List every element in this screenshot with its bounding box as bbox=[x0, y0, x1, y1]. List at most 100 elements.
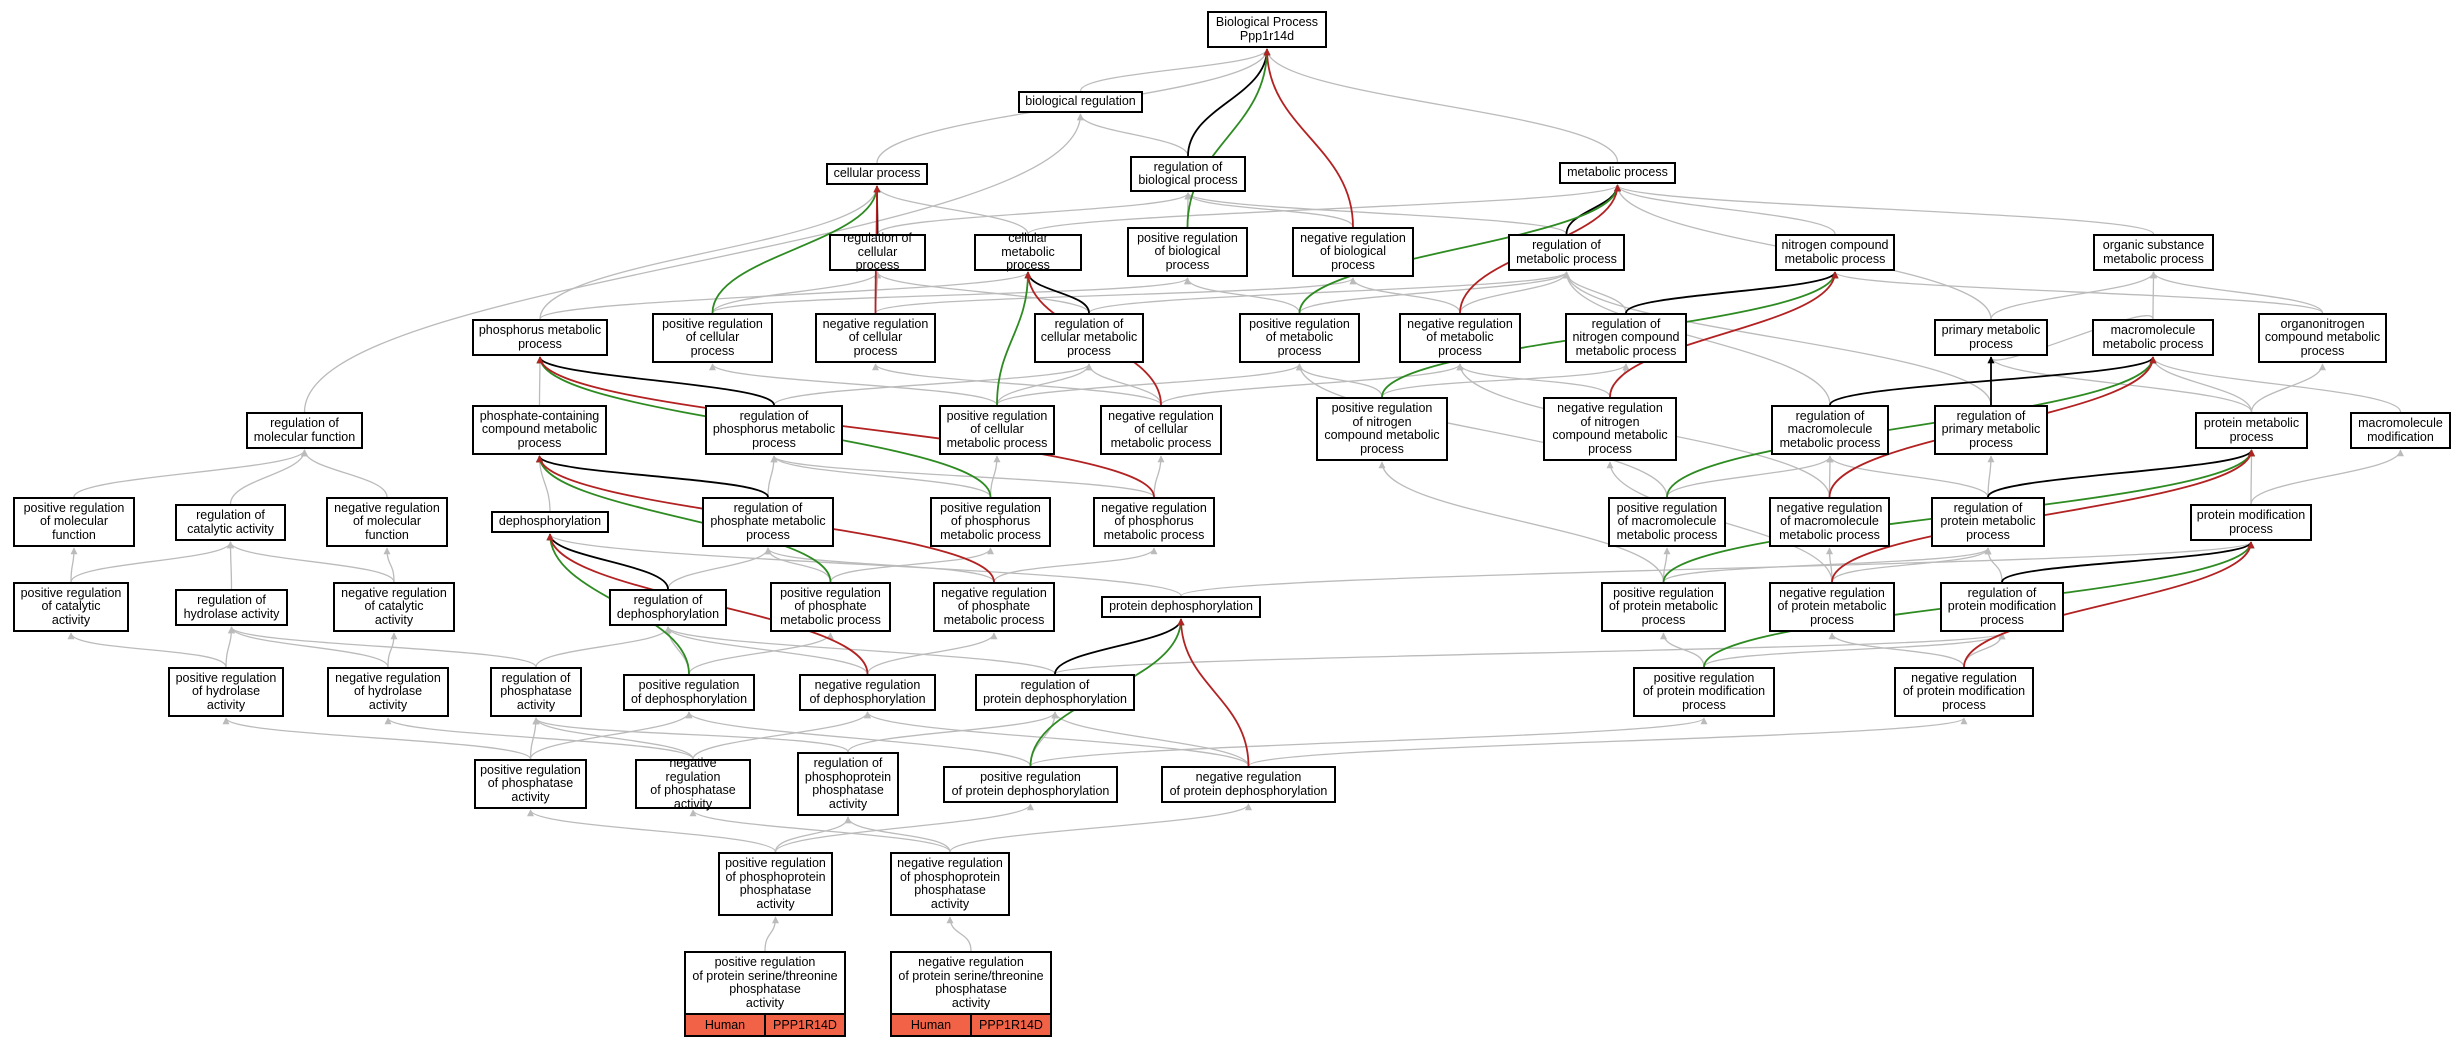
node-regulation-of-primary-metabolic-process[interactable]: regulation of primary metabolic process bbox=[1934, 405, 2048, 455]
edge-regulation-of-protein-metabolic-process-to-regulation-of-primary-metabolic-process bbox=[1987, 455, 1995, 498]
edge-positive-regulation-of-cellular-process-to-regulation-of-cellular-process bbox=[711, 271, 881, 314]
node-biological-regulation[interactable]: biological regulation bbox=[1018, 91, 1143, 113]
node-positive-regulation-of-macromolecule-metabolic-process[interactable]: positive regulation of macromolecule met… bbox=[1608, 497, 1726, 547]
edge-positive-regulation-of-nitrogen-compound-metabolic-process-to-regulation-of-nitrogen-compound-metabolic-process bbox=[1381, 363, 1630, 398]
node-biological-process[interactable]: Biological Process Ppp1r14d bbox=[1207, 11, 1327, 48]
node-regulation-of-protein-dephosphorylation[interactable]: regulation of protein dephosphorylation bbox=[975, 674, 1135, 711]
node-positive-regulation-of-nitrogen-compound-metabolic-process[interactable]: positive regulation of nitrogen compound… bbox=[1316, 397, 1448, 461]
node-positive-regulation-of-protein-metabolic-process[interactable]: positive regulation of protein metabolic… bbox=[1601, 582, 1726, 632]
node-negative-regulation-of-metabolic-process[interactable]: negative regulation of metabolic process bbox=[1399, 313, 1521, 363]
edge-regulation-of-phosphatase-activity-to-regulation-of-hydrolase-activity bbox=[228, 626, 537, 668]
node-negative-regulation-of-biological-process[interactable]: negative regulation of biological proces… bbox=[1292, 227, 1414, 277]
node-negative-regulation-of-molecular-function[interactable]: negative regulation of molecular functio… bbox=[326, 497, 448, 547]
node-negative-regulation-of-dephosphorylation[interactable]: negative regulation of dephosphorylation bbox=[799, 674, 936, 711]
node-organic-substance-metabolic-process[interactable]: organic substance metabolic process bbox=[2093, 234, 2214, 271]
node-regulation-of-hydrolase-activity[interactable]: regulation of hydrolase activity bbox=[175, 589, 288, 626]
species-badge[interactable]: Human bbox=[892, 1015, 970, 1035]
edge-regulation-of-phosphate-metabolic-process-to-phosphate-containing-compound-metabolic-process bbox=[536, 455, 769, 498]
node-organonitrogen-compound-metabolic-process[interactable]: organonitrogen compound metabolic proces… bbox=[2258, 313, 2387, 363]
node-phosphorus-metabolic-process[interactable]: phosphorus metabolic process bbox=[472, 319, 608, 356]
node-protein-dephosphorylation[interactable]: protein dephosphorylation bbox=[1101, 596, 1261, 618]
node-regulation-of-phosphate-metabolic-process[interactable]: regulation of phosphate metabolic proces… bbox=[702, 497, 834, 547]
node-positive-regulation-of-hydrolase-activity[interactable]: positive regulation of hydrolase activit… bbox=[168, 667, 284, 717]
node-negative-regulation-of-nitrogen-compound-metabolic-process[interactable]: negative regulation of nitrogen compound… bbox=[1543, 397, 1677, 461]
gene-badge[interactable]: PPP1R14D bbox=[764, 1015, 844, 1035]
node-nitrogen-compound-metabolic-process[interactable]: nitrogen compound metabolic process bbox=[1775, 234, 1895, 271]
node-protein-modification-process[interactable]: protein modification process bbox=[2190, 504, 2312, 541]
node-negative-regulation-of-phosphoprotein-phosphatase-activity[interactable]: negative regulation of phosphoprotein ph… bbox=[890, 852, 1010, 916]
node-regulation-of-phosphorus-metabolic-process[interactable]: regulation of phosphorus metabolic proce… bbox=[705, 405, 843, 455]
node-regulation-of-protein-metabolic-process[interactable]: regulation of protein metabolic process bbox=[1931, 497, 2045, 547]
node-cellular-process[interactable]: cellular process bbox=[826, 163, 928, 185]
node-positive-regulation-of-protein-modification-process[interactable]: positive regulation of protein modificat… bbox=[1633, 667, 1775, 717]
node-negative-regulation-of-macromolecule-metabolic-process[interactable]: negative regulation of macromolecule met… bbox=[1769, 497, 1890, 547]
edge-regulation-of-protein-metabolic-process-to-protein-metabolic-process bbox=[1987, 449, 2255, 498]
edge-macromolecule-metabolic-process-to-primary-metabolic-process bbox=[1987, 315, 2154, 364]
node-positive-regulation-of-phosphatase-activity[interactable]: positive regulation of phosphatase activ… bbox=[474, 759, 587, 809]
node-regulation-of-biological-process[interactable]: regulation of biological process bbox=[1130, 156, 1246, 192]
species-badge[interactable]: Human bbox=[686, 1015, 764, 1035]
node-regulation-of-metabolic-process[interactable]: regulation of metabolic process bbox=[1508, 234, 1625, 271]
node-regulation-of-dephosphorylation[interactable]: regulation of dephosphorylation bbox=[609, 589, 727, 626]
node-regulation-of-protein-modification-process[interactable]: regulation of protein modification proce… bbox=[1940, 582, 2064, 632]
node-metabolic-process[interactable]: metabolic process bbox=[1559, 162, 1676, 184]
node-positive-regulation-of-biological-process[interactable]: positive regulation of biological proces… bbox=[1127, 227, 1248, 277]
node-negative-regulation-of-cellular-metabolic-process[interactable]: negative regulation of cellular metaboli… bbox=[1100, 405, 1222, 455]
edge-negative-regulation-of-protein-dephosphorylation-to-negative-regulation-of-protein-modification-process bbox=[1247, 717, 1968, 767]
node-positive-regulation-of-catalytic-activity[interactable]: positive regulation of catalytic activit… bbox=[13, 582, 129, 632]
node-negative-regulation-of-cellular-process[interactable]: negative regulation of cellular process bbox=[815, 313, 936, 363]
node-phosphate-containing-compound-metabolic-process[interactable]: phosphate-containing compound metabolic … bbox=[472, 405, 607, 455]
node-regulation-of-macromolecule-metabolic-process[interactable]: regulation of macromolecule metabolic pr… bbox=[1771, 405, 1889, 455]
node-regulation-of-cellular-metabolic-process[interactable]: regulation of cellular metabolic process bbox=[1034, 313, 1144, 363]
edge-negative-regulation-of-phosphoprotein-phosphatase-activity-to-negative-regulation-of-phosphatase-activity bbox=[689, 809, 951, 853]
node-negative-regulation-of-phosphatase-activity[interactable]: negative regulation of phosphatase activ… bbox=[635, 756, 751, 810]
edge-macromolecule-metabolic-process-to-organic-substance-metabolic-process bbox=[2149, 271, 2157, 320]
edge-metabolic-process-to-bp bbox=[1263, 48, 1619, 163]
edge-negative-regulation-of-protein-modification-process-to-protein-modification-process bbox=[1963, 541, 2255, 668]
node-negative-regulation-of-protein-metabolic-process[interactable]: negative regulation of protein metabolic… bbox=[1769, 582, 1895, 632]
node-positive-regulation-of-metabolic-process[interactable]: positive regulation of metabolic process bbox=[1239, 313, 1360, 363]
node-protein-metabolic-process[interactable]: protein metabolic process bbox=[2195, 412, 2308, 449]
edge-protein-metabolic-process-to-primary-metabolic-process bbox=[1987, 356, 2253, 413]
edge-positive-regulation-of-macromolecule-metabolic-process-to-macromolecule-metabolic-process bbox=[1666, 356, 2157, 498]
node-regulation-of-catalytic-activity[interactable]: regulation of catalytic activity bbox=[175, 504, 286, 541]
edge-protein-modification-process-to-protein-metabolic-process bbox=[2247, 449, 2255, 505]
node-negative-regulation-of-phosphorus-metabolic-process[interactable]: negative regulation of phosphorus metabo… bbox=[1093, 497, 1215, 547]
edge-negative-regulation-of-nitrogen-compound-metabolic-process-to-nitrogen-compound-metabolic-process bbox=[1609, 271, 1839, 398]
gene-badge[interactable]: PPP1R14D bbox=[970, 1015, 1050, 1035]
edge-regulation-of-nitrogen-compound-metabolic-process-to-nitrogen-compound-metabolic-process bbox=[1625, 271, 1839, 314]
node-dephosphorylation[interactable]: dephosphorylation bbox=[491, 511, 609, 533]
edge-positive-regulation-of-protein-metabolic-process-to-positive-regulation-of-nitrogen-compound-metabolic-process bbox=[1378, 461, 1665, 583]
node-regulation-of-molecular-function[interactable]: regulation of molecular function bbox=[246, 412, 363, 449]
node-positive-regulation-of-dephosphorylation[interactable]: positive regulation of dephosphorylation bbox=[623, 674, 755, 711]
node-positive-regulation-of-phosphorus-metabolic-process[interactable]: positive regulation of phosphorus metabo… bbox=[930, 497, 1051, 547]
node-positive-regulation-of-molecular-function[interactable]: positive regulation of molecular functio… bbox=[13, 497, 135, 547]
node-negative-regulation-of-catalytic-activity[interactable]: negative regulation of catalytic activit… bbox=[333, 582, 455, 632]
node-negative-regulation-of-phosphate-metabolic-process[interactable]: negative regulation of phosphate metabol… bbox=[933, 582, 1055, 632]
node-primary-metabolic-process[interactable]: primary metabolic process bbox=[1934, 319, 2048, 356]
node-negative-regulation-of-hydrolase-activity[interactable]: negative regulation of hydrolase activit… bbox=[327, 667, 449, 717]
edge-positive-regulation-of-cellular-metabolic-process-to-positive-regulation-of-metabolic-process bbox=[996, 363, 1303, 406]
node-positive-regulation-of-cellular-metabolic-process[interactable]: positive regulation of cellular metaboli… bbox=[939, 405, 1055, 455]
node-regulation-of-cellular-process[interactable]: regulation of cellular process bbox=[829, 232, 926, 272]
leaf-positive-regulation-of-protein-serine-threonine-phosphatase-activity[interactable]: positive regulation of protein serine/th… bbox=[684, 951, 846, 1037]
edge-negative-regulation-of-phosphate-metabolic-process-to-negative-regulation-of-phosphorus-metabolic-process bbox=[993, 547, 1158, 583]
node-regulation-of-phosphatase-activity[interactable]: regulation of phosphatase activity bbox=[490, 667, 582, 717]
node-negative-regulation-of-protein-modification-process[interactable]: negative regulation of protein modificat… bbox=[1894, 667, 2034, 717]
node-negative-regulation-of-protein-dephosphorylation[interactable]: negative regulation of protein dephospho… bbox=[1161, 766, 1336, 803]
node-positive-regulation-of-cellular-process[interactable]: positive regulation of cellular process bbox=[652, 313, 773, 363]
node-macromolecule-metabolic-process[interactable]: macromolecule metabolic process bbox=[2092, 319, 2214, 356]
node-positive-regulation-of-protein-dephosphorylation[interactable]: positive regulation of protein dephospho… bbox=[943, 766, 1118, 803]
edge-negative-regulation-of-phosphoprotein-phosphatase-activity-to-negative-regulation-of-protein-dephosphorylation bbox=[949, 803, 1252, 853]
edge-regulation-of-phosphate-metabolic-process-to-regulation-of-phosphorus-metabolic-process bbox=[767, 455, 778, 498]
node-regulation-of-nitrogen-compound-metabolic-process[interactable]: regulation of nitrogen compound metaboli… bbox=[1565, 313, 1687, 363]
edge-positive-regulation-of-catalytic-activity-to-regulation-of-catalytic-activity bbox=[70, 541, 234, 583]
leaf-negative-regulation-of-protein-serine-threonine-phosphatase-activity[interactable]: negative regulation of protein serine/th… bbox=[890, 951, 1052, 1037]
edge-regulation-of-biological-process-to-biological-regulation bbox=[1077, 113, 1189, 157]
node-cellular-metabolic-process[interactable]: cellular metabolic process bbox=[974, 232, 1082, 272]
node-positive-regulation-of-phosphate-metabolic-process[interactable]: positive regulation of phosphate metabol… bbox=[770, 582, 891, 632]
node-regulation-of-phosphoprotein-phosphatase-activity[interactable]: regulation of phosphoprotein phosphatase… bbox=[797, 752, 899, 816]
node-positive-regulation-of-phosphoprotein-phosphatase-activity[interactable]: positive regulation of phosphoprotein ph… bbox=[718, 852, 833, 916]
node-macromolecule-modification[interactable]: macromolecule modification bbox=[2350, 412, 2451, 449]
